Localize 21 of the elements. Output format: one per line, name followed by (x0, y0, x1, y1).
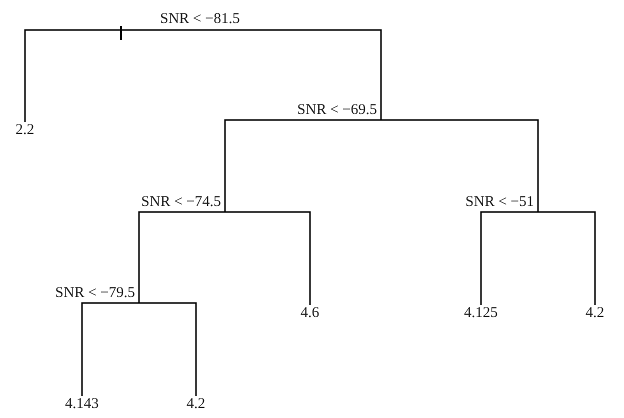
split-condition: SNR < −74.5 (141, 194, 225, 212)
tree-branch (538, 211, 596, 305)
leaf-value: 4.2 (186, 396, 206, 413)
tree-branch (200, 29, 382, 120)
leaf-value: 4.125 (464, 305, 498, 322)
tree-branch (24, 29, 200, 122)
tree-branch (224, 119, 381, 212)
leaf-value: 4.2 (586, 305, 604, 322)
split-condition: SNR < −79.5 (55, 285, 139, 303)
split-condition: SNR < −69.5 (297, 102, 381, 120)
tree-branch (138, 211, 225, 303)
tree-branch (381, 119, 539, 212)
tree-branch (225, 211, 311, 305)
leaf-value: 4.6 (300, 305, 320, 322)
tree-branch (480, 211, 538, 305)
leaf-value: 4.143 (65, 396, 99, 413)
split-condition: SNR < −81.5 (160, 11, 240, 29)
leaf-value: 2.2 (16, 122, 34, 139)
tree-branch (81, 302, 139, 396)
tree-branch (139, 302, 197, 396)
split-condition: SNR < −51 (465, 194, 538, 212)
